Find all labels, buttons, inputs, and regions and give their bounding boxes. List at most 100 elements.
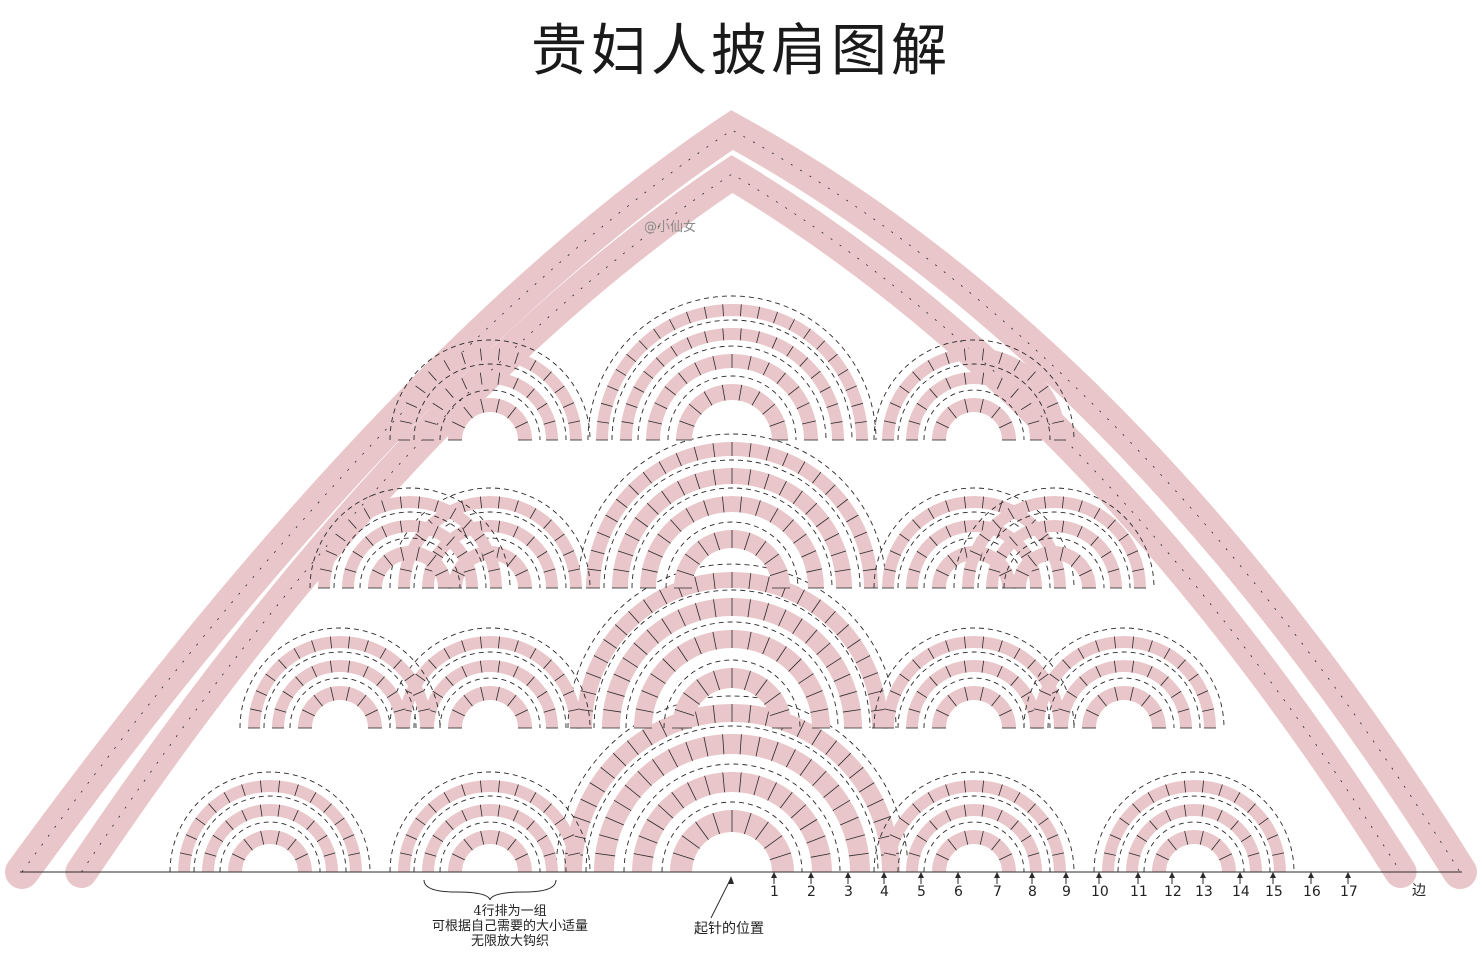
side-fan-stitch xyxy=(1188,673,1199,682)
center-fan-stitch xyxy=(712,631,717,650)
side-fan-stitch xyxy=(1058,708,1071,713)
center-fan-stitch xyxy=(626,353,637,363)
side-fan-stitch xyxy=(999,853,1013,861)
side-fan-stitch xyxy=(325,550,338,556)
center-fan-stitch xyxy=(851,402,864,407)
center-fan-stitch xyxy=(764,835,783,849)
side-fan-stitch xyxy=(1163,648,1171,659)
side-fan-stitch xyxy=(1044,546,1049,561)
side-fan-stitch xyxy=(371,569,385,577)
side-fan-chain xyxy=(1143,821,1245,873)
side-fan-stitch xyxy=(1033,708,1046,712)
side-fan-stitch xyxy=(927,792,935,803)
side-fan-stitch xyxy=(963,636,967,649)
side-fan-stitch xyxy=(899,673,910,682)
side-fan-stitch xyxy=(927,648,935,659)
side-fan-stitch xyxy=(927,360,935,371)
side-fan-stitch xyxy=(908,568,921,573)
side-fan-stitch xyxy=(474,533,485,542)
center-fan-stitch xyxy=(739,328,742,341)
side-fan-stitch xyxy=(883,568,896,572)
side-fan xyxy=(342,520,478,588)
center-fan-stitch xyxy=(803,328,811,339)
side-fan-chain xyxy=(897,363,1051,441)
center-fan-stitch xyxy=(756,331,760,344)
side-fan-chain xyxy=(923,821,1025,873)
side-fan xyxy=(422,520,558,588)
center-fan-stitch xyxy=(801,550,817,558)
side-fan-stitch xyxy=(529,360,537,371)
row-arrow-head xyxy=(1308,872,1314,878)
side-fan-stitch xyxy=(507,554,517,567)
side-fan-chain xyxy=(923,389,1025,441)
center-fan-stitch xyxy=(696,679,709,696)
center-fan-stitch xyxy=(799,759,812,776)
side-fan-stitch xyxy=(376,676,385,686)
side-fan xyxy=(1056,660,1192,728)
center-fan-stitch xyxy=(762,403,776,415)
center-fan-stitch xyxy=(769,709,790,717)
side-fan-stitch xyxy=(335,533,346,542)
side-fan-chain xyxy=(1073,677,1175,729)
side-fan-stitch xyxy=(451,421,465,429)
center-fan-stitch xyxy=(859,549,874,555)
side-fan-stitch xyxy=(495,830,500,845)
side-fan-stitch xyxy=(1046,834,1059,840)
center-fan-stitch xyxy=(796,720,806,738)
side-fan-stitch xyxy=(929,676,938,686)
center-fan-stitch xyxy=(597,421,610,424)
side-fan-stitch xyxy=(554,533,565,542)
side-fan-stitch xyxy=(945,665,952,678)
center-fan-stitch xyxy=(722,304,724,317)
side-fan-stitch xyxy=(479,372,483,385)
side-fan-stitch xyxy=(1132,803,1141,813)
side-fan-stitch xyxy=(981,636,985,649)
center-fan-stitch xyxy=(778,480,787,496)
center-fan-stitch xyxy=(675,452,682,467)
side-fan-stitch xyxy=(294,784,299,797)
center-fan-chain xyxy=(625,621,839,729)
center-fan xyxy=(576,572,888,728)
center-fan-stitch xyxy=(849,766,864,779)
side-fan-chain xyxy=(439,389,541,441)
side-fan-stitch xyxy=(998,640,1003,653)
center-fan-stitch xyxy=(677,646,688,662)
side-fan-stitch xyxy=(1128,852,1141,857)
side-fan-stitch xyxy=(1052,568,1065,572)
row-number: 17 xyxy=(1340,884,1358,900)
center-fan xyxy=(620,328,844,440)
side-fan-stitch xyxy=(319,568,332,572)
side-fan-chain xyxy=(873,771,1075,873)
side-fan-stitch xyxy=(1015,569,1029,577)
center-fan-chain xyxy=(593,589,871,729)
side-fan-stitch xyxy=(1141,694,1151,707)
side-fan-stitch xyxy=(393,659,402,669)
side-fan-stitch xyxy=(265,673,276,682)
side-fan-stitch xyxy=(1097,694,1107,707)
center-fan-stitch xyxy=(798,673,814,684)
side-fan-stitch xyxy=(330,686,335,701)
side-fan-stitch xyxy=(379,648,387,659)
side-fan-stitch xyxy=(405,834,418,840)
side-fan-stitch xyxy=(568,852,581,856)
side-fan-stitch xyxy=(1027,659,1036,669)
side-fan-stitch xyxy=(562,402,575,408)
side-fan-chain xyxy=(359,537,461,589)
side-fan-stitch xyxy=(365,709,379,717)
side-fan-stitch xyxy=(1201,780,1205,793)
side-fan-stitch xyxy=(515,569,529,577)
side-fan-stitch xyxy=(1258,817,1269,826)
center-fan-chain xyxy=(667,375,797,441)
side-fan xyxy=(318,496,502,588)
side-fan-stitch xyxy=(929,820,938,830)
side-fan-stitch xyxy=(981,660,985,673)
side-fan-stitch xyxy=(996,809,1003,822)
center-fan-stitch xyxy=(587,568,602,572)
center-fan-stitch xyxy=(641,690,659,698)
side-fan xyxy=(1032,636,1216,728)
center-fan-stitch xyxy=(826,657,842,668)
side-fan-stitch xyxy=(1170,690,1182,699)
side-fan xyxy=(368,546,452,588)
center-fan-stitch xyxy=(811,729,822,746)
side-fan-stitch xyxy=(1061,496,1065,509)
